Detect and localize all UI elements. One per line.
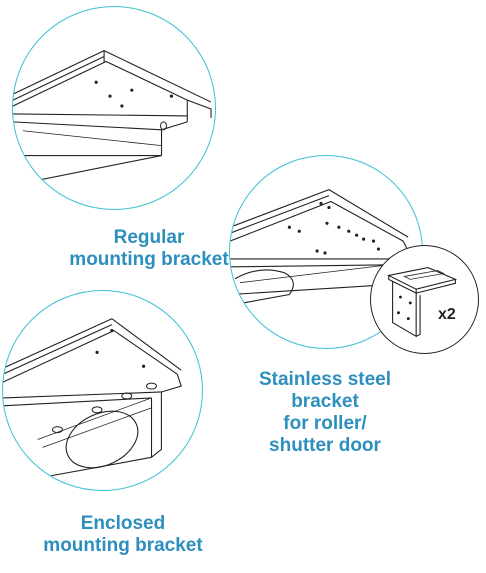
stainless-bracket-circle xyxy=(229,155,423,349)
regular-bracket-label: Regular mounting bracket xyxy=(68,227,230,271)
enclosed-bracket-label: Enclosed mounting bracket xyxy=(18,513,228,557)
regular-bracket-circle xyxy=(12,6,216,210)
regular-bracket-label-line2: mounting bracket xyxy=(69,249,229,270)
stainless-bracket-detail-circle xyxy=(370,245,479,354)
regular-bracket-illustration xyxy=(13,7,215,209)
stainless-bracket-label-line1: Stainless steel xyxy=(258,369,392,390)
stainless-bracket-illustration xyxy=(230,156,422,348)
regular-bracket-label-line1: Regular xyxy=(113,227,185,248)
enclosed-bracket-illustration xyxy=(3,291,202,490)
enclosed-bracket-circle xyxy=(2,290,203,491)
l-bracket-illustration xyxy=(371,246,478,353)
stainless-bracket-label-line3: for roller/ xyxy=(283,413,367,434)
quantity-badge: x2 xyxy=(438,306,456,323)
enclosed-bracket-label-line2: mounting bracket xyxy=(43,535,203,556)
stainless-bracket-label-line4: shutter door xyxy=(269,435,381,456)
stainless-bracket-label-line2: bracket xyxy=(291,391,359,412)
stainless-bracket-label: Stainless steel bracket for roller/ shut… xyxy=(234,369,416,457)
enclosed-bracket-label-line1: Enclosed xyxy=(80,513,166,534)
